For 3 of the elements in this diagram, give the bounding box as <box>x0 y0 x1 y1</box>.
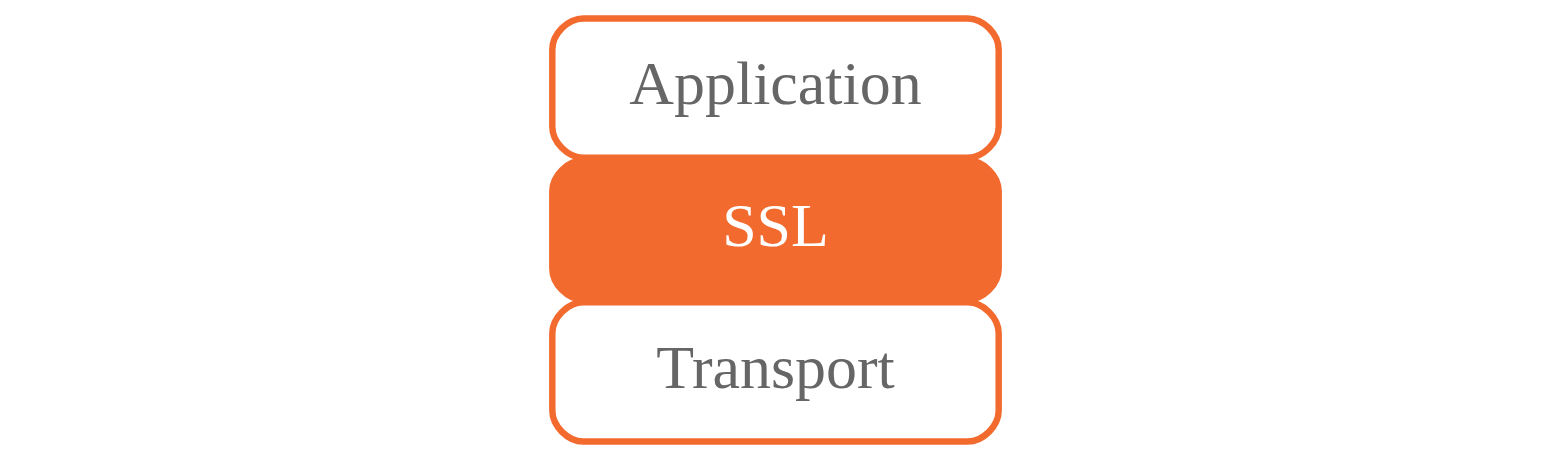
node-box: Transport <box>548 299 1002 445</box>
node-box: Application <box>548 15 1002 161</box>
node-box: SSL <box>548 157 1002 303</box>
